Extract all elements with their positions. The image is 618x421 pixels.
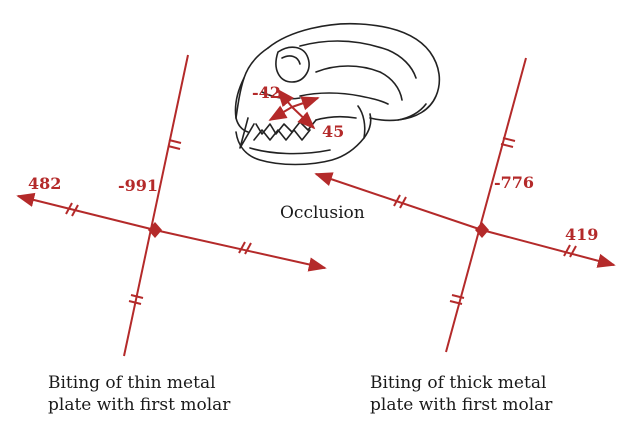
thick-plate-caption-line2: plate with first molar (370, 395, 553, 415)
thin-plate-caption-line2: plate with first molar (48, 395, 231, 415)
thick-plate-principal-min: -776 (494, 173, 534, 192)
occlusion-value-b: 45 (322, 122, 344, 141)
occlusion-strain-gauge: -42 45 (252, 83, 344, 141)
thin-plate-principal-max: 482 (28, 174, 61, 193)
thin-plate-caption-line1: Biting of thin metal (48, 373, 216, 393)
thick-plate-caption-line1: Biting of thick metal (370, 373, 546, 393)
occlusion-arrow-c (270, 107, 292, 120)
thick-plate-principal-max: 419 (565, 225, 598, 244)
occlusion-caption: Occlusion (280, 203, 365, 223)
occlusion-value-a: -42 (252, 83, 281, 102)
thin-plate-principal-min: -991 (118, 176, 158, 195)
